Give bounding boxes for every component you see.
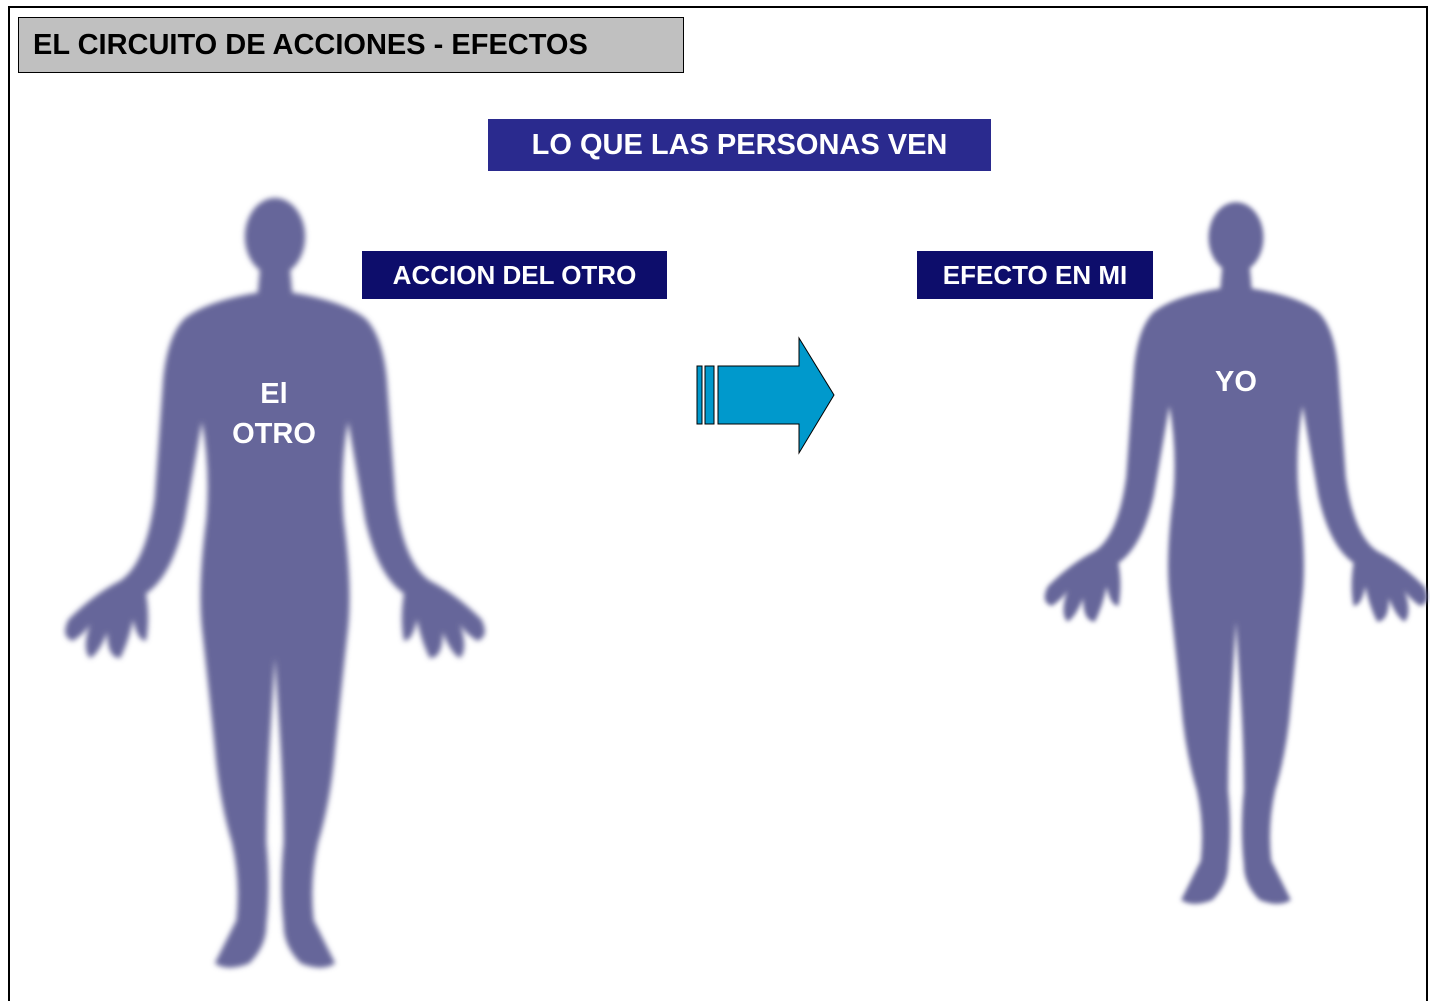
figure-label-yo: YO xyxy=(1215,366,1257,398)
figure-label-el-otro: El OTRO xyxy=(214,374,334,454)
figure-label-line1: El xyxy=(260,378,288,410)
right-arrow-icon xyxy=(696,336,835,455)
slide-frame xyxy=(8,6,1428,1001)
figure-label-line2: OTRO xyxy=(232,418,316,450)
human-silhouette-otro-icon xyxy=(65,198,485,968)
banner-what-people-see: LO QUE LAS PERSONAS VEN xyxy=(488,119,991,171)
human-silhouette-yo-icon xyxy=(1044,202,1428,904)
tag-efecto-en-mi: EFECTO EN MI xyxy=(917,251,1153,299)
slide-title: EL CIRCUITO DE ACCIONES - EFECTOS xyxy=(18,17,684,73)
tag-accion-del-otro: ACCION DEL OTRO xyxy=(362,251,667,299)
